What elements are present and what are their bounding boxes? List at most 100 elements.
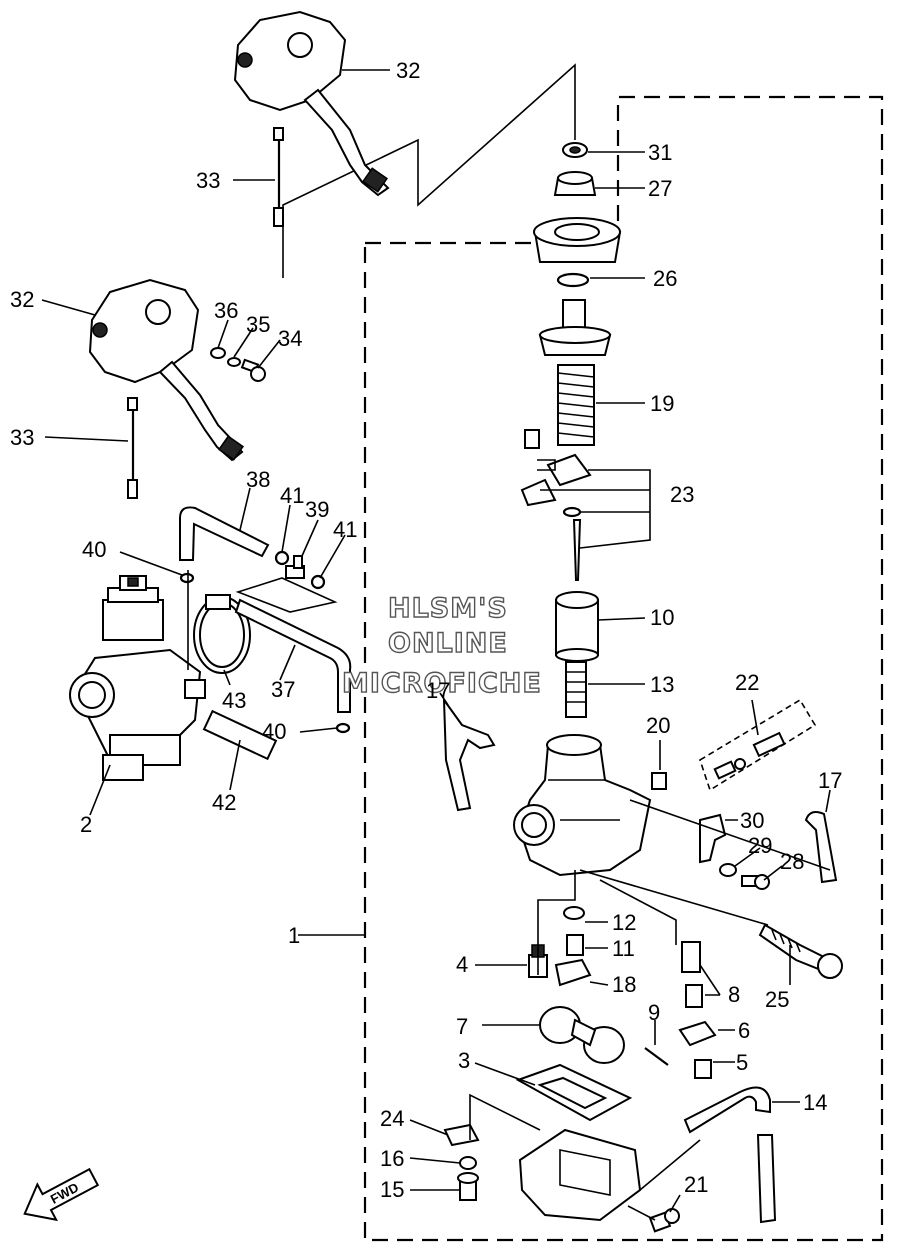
callout-43: 43 — [222, 688, 246, 713]
callout-3: 3 — [458, 1048, 470, 1073]
callout-5: 5 — [736, 1050, 748, 1075]
throttle-valve-10 — [555, 591, 599, 662]
callout-24: 24 — [380, 1106, 404, 1131]
cable-holder — [538, 299, 612, 356]
callout-37: 37 — [271, 677, 295, 702]
callout-16: 16 — [380, 1146, 404, 1171]
washer-12 — [563, 906, 585, 920]
callout-8: 8 — [728, 982, 740, 1007]
leader-lines — [41, 69, 831, 1213]
plate-18 — [554, 958, 592, 987]
gasket-3 — [515, 1063, 633, 1122]
callout-40-lower: 40 — [262, 719, 286, 744]
pilot-jet-11 — [566, 934, 584, 956]
callout-39: 39 — [305, 497, 329, 522]
watermark-line-1: HLSM'S — [388, 593, 508, 624]
jet-needle-set-23 — [520, 429, 592, 581]
drain-hose-14 — [683, 1086, 777, 1224]
o-ring-26 — [556, 272, 590, 288]
needle-jet-13 — [565, 661, 587, 718]
callout-12: 12 — [612, 910, 636, 935]
callout-23: 23 — [670, 482, 694, 507]
callout-18: 18 — [612, 972, 636, 997]
callout-21: 21 — [684, 1172, 708, 1197]
callout-20: 20 — [646, 713, 670, 738]
callout-29: 29 — [748, 833, 772, 858]
carburetor-body-right — [513, 734, 652, 877]
screw-5 — [694, 1059, 712, 1079]
washer-screw-29-28 — [719, 863, 770, 890]
mixing-chamber-top — [533, 217, 622, 263]
callout-41-left: 41 — [280, 483, 304, 508]
callout-7: 7 — [456, 1014, 468, 1039]
pilot-screw-set-22 — [699, 698, 817, 792]
bowl-leader-lines — [469, 1093, 701, 1221]
callout-6: 6 — [738, 1018, 750, 1043]
callout-32-lower: 32 — [10, 287, 34, 312]
callout-35: 35 — [246, 312, 270, 337]
float-pin-9 — [644, 1047, 669, 1066]
t-joint-39 — [285, 555, 305, 579]
starter-plunger-25 — [758, 923, 843, 979]
callout-13: 13 — [650, 672, 674, 697]
callout-4: 4 — [456, 952, 468, 977]
body-leader-1 — [629, 799, 831, 871]
callout-33-lower: 33 — [10, 425, 34, 450]
plunger-leader — [579, 869, 769, 926]
callout-9: 9 — [648, 1000, 660, 1025]
callout-38: 38 — [246, 467, 270, 492]
hose-37 — [234, 598, 352, 713]
callout-30: 30 — [740, 808, 764, 833]
watermark-line-2: ONLINE — [388, 628, 508, 659]
plate-6 — [678, 1020, 717, 1047]
hose-17-left — [442, 696, 496, 812]
hose-clamp-43 — [193, 594, 251, 674]
cap-20 — [651, 772, 667, 790]
bracket-line-39 — [235, 577, 338, 613]
throttle-cam-housing-upper — [233, 10, 390, 197]
top-link-line — [282, 63, 576, 278]
callout-32-upper: 32 — [396, 58, 420, 83]
bracket-30 — [699, 813, 727, 864]
callout-17-left: 17 — [426, 678, 450, 703]
callout-31: 31 — [648, 140, 672, 165]
cap-27 — [553, 171, 597, 196]
throttle-cable-upper — [273, 127, 284, 227]
watermark-line-3: MICROFICHE — [342, 668, 542, 699]
callout-10: 10 — [650, 605, 674, 630]
callout-22: 22 — [735, 670, 759, 695]
float-chamber-bowl — [518, 1128, 642, 1222]
callout-11: 11 — [612, 936, 635, 961]
callout-14: 14 — [803, 1090, 827, 1115]
hose-42 — [202, 709, 278, 761]
callout-17-right: 17 — [818, 768, 842, 793]
callout-36: 36 — [214, 298, 238, 323]
callout-15: 15 — [380, 1177, 404, 1202]
callout-2: 2 — [80, 812, 92, 837]
callout-19: 19 — [650, 391, 674, 416]
callout-34: 34 — [278, 326, 302, 351]
callout-41-right: 41 — [333, 517, 357, 542]
carburetor-body-left — [69, 570, 206, 781]
callout-42: 42 — [212, 790, 236, 815]
callout-33-upper: 33 — [196, 168, 220, 193]
washer-31 — [562, 142, 588, 158]
callout-27: 27 — [648, 176, 672, 201]
throttle-cam-housing-lower — [88, 278, 245, 462]
float-valve-8 — [681, 941, 703, 1008]
float-7 — [539, 1006, 625, 1064]
vent-hose-38 — [179, 506, 270, 561]
watermark: HLSM'S ONLINE MICROFICHE — [341, 592, 542, 699]
fwd-direction-arrow: FWD — [23, 1167, 100, 1222]
screw-34-washers — [210, 347, 266, 382]
throttle-spring-19 — [557, 364, 595, 446]
throttle-cable-lower — [127, 397, 138, 499]
callout-1: 1 — [288, 923, 300, 948]
hose-17-right — [804, 811, 838, 884]
callout-26: 26 — [653, 266, 677, 291]
screw-21 — [648, 1208, 680, 1233]
callout-labels: 32 33 32 36 35 34 33 38 41 39 41 40 43 3… — [10, 58, 842, 1202]
callout-28: 28 — [780, 849, 804, 874]
callout-40-upper: 40 — [82, 537, 106, 562]
